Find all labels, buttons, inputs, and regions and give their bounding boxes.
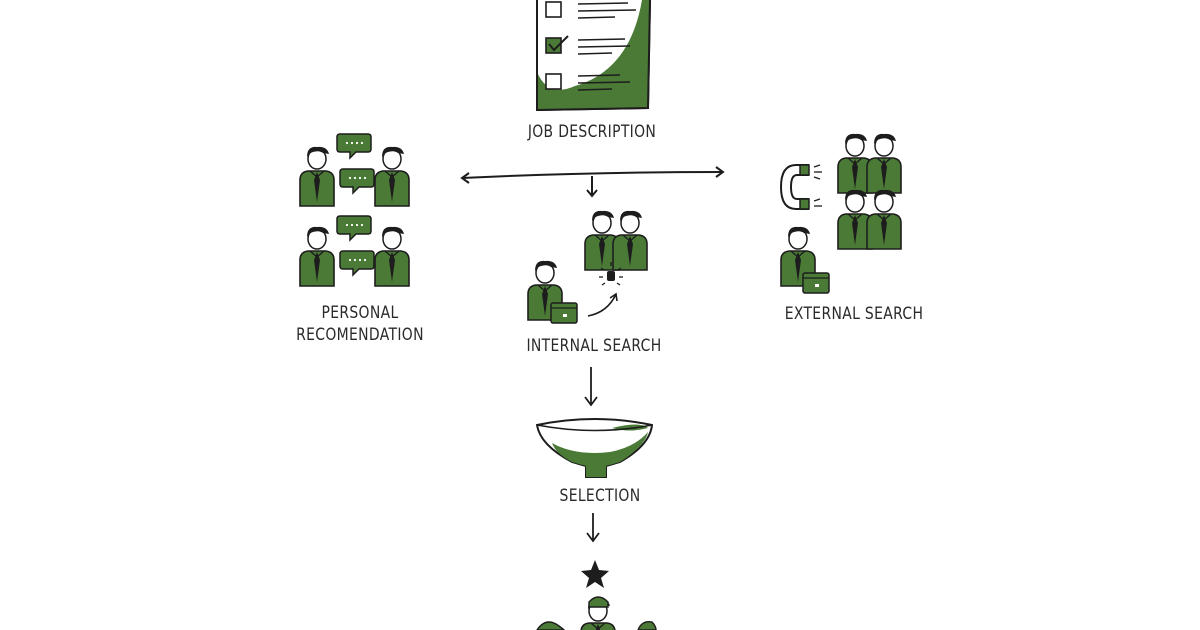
internal-search-illustration <box>527 210 648 324</box>
down-arrow <box>584 367 598 407</box>
selected-candidate <box>536 596 657 630</box>
wallet-icon <box>802 272 830 294</box>
personal-recommendation-label-line2: RECOMENDATION <box>296 325 424 345</box>
magnet-icon <box>779 164 822 210</box>
star-icon <box>581 560 609 588</box>
external-search-label: EXTERNAL SEARCH <box>784 304 924 324</box>
funnel-icon <box>535 418 654 478</box>
wallet-icon <box>550 302 578 324</box>
selection-label: SELECTION <box>559 486 641 506</box>
person-icon <box>299 146 335 207</box>
job-description-label: JOB DESCRIPTION <box>527 122 657 142</box>
personal-recommendation-illustration <box>299 133 410 287</box>
person-icon <box>374 146 410 207</box>
person-icon <box>374 226 410 287</box>
chat-bubble-icon <box>339 168 375 194</box>
checklist-icon <box>536 0 651 112</box>
person-icon <box>866 189 902 250</box>
person-icon <box>866 133 902 194</box>
external-search-illustration <box>779 133 902 294</box>
chat-bubble-icon <box>336 133 372 159</box>
chat-bubble-icon <box>336 215 372 241</box>
person-icon <box>612 210 648 271</box>
personal-recommendation-label-line1: PERSONAL <box>321 303 399 323</box>
lightbulb-icon <box>599 262 623 286</box>
branch-arrow <box>460 166 725 198</box>
person-icon <box>299 226 335 287</box>
internal-search-label: INTERNAL SEARCH <box>526 336 662 356</box>
chat-bubble-icon <box>339 250 375 276</box>
down-arrow <box>586 513 600 543</box>
